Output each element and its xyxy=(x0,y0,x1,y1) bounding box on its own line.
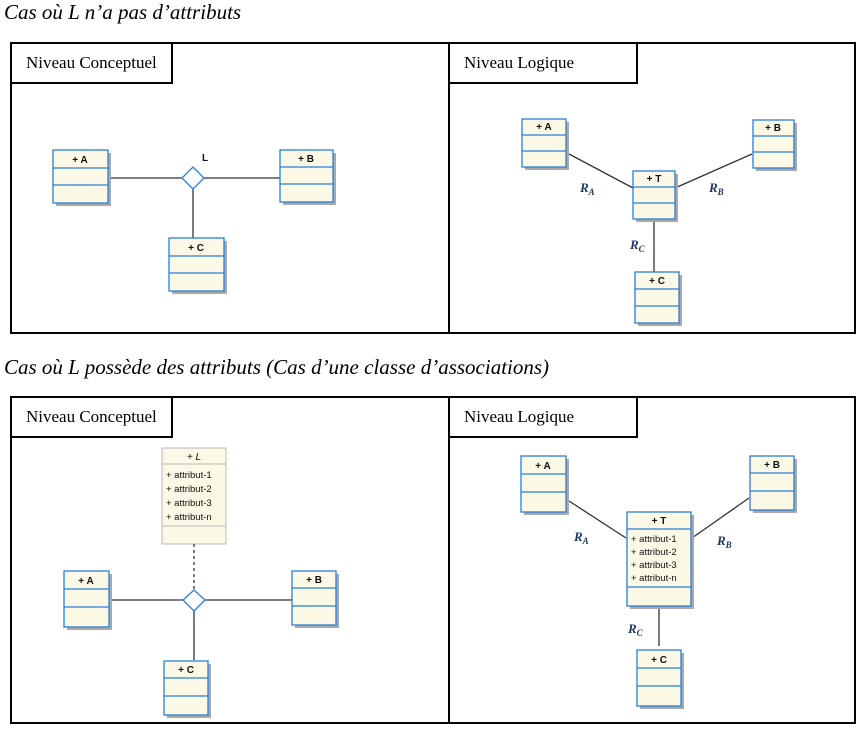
section-2-heading: Cas où L possède des attributs (Cas d’un… xyxy=(4,355,550,379)
relation-line xyxy=(691,497,750,539)
relation-label-ra: RA xyxy=(573,529,589,546)
class-name: + B xyxy=(765,123,781,134)
relation-label-ra: RA xyxy=(579,180,595,197)
attribute-text: + attribut-2 xyxy=(166,484,212,495)
panel-title: Niveau Logique xyxy=(450,398,638,438)
class-box-b: + B xyxy=(749,455,797,513)
class-name: + C xyxy=(651,655,667,666)
class-box-t: + T + attribut-1 + attribut-2 + attribut… xyxy=(626,511,694,609)
class-name: + B xyxy=(298,154,314,165)
class-box-a: + A xyxy=(52,149,111,206)
attribute-text: + attribut-1 xyxy=(166,470,212,481)
relation-line xyxy=(674,153,753,189)
panel-title: Niveau Logique xyxy=(450,44,638,84)
class-name: + T xyxy=(647,174,662,185)
attribute-text: + attribut-1 xyxy=(631,534,677,545)
class-box-c: + C xyxy=(634,271,682,326)
association-diamond xyxy=(182,589,206,612)
section-1-frame: Niveau Conceptuel L + A + B xyxy=(10,42,856,334)
relation-line xyxy=(568,500,627,539)
conceptual-diagram-1: L + A + B + xyxy=(52,149,336,294)
class-name: + A xyxy=(536,122,551,133)
panel-title: Niveau Conceptuel xyxy=(12,398,173,438)
attribute-text: + attribut-n xyxy=(631,573,677,584)
logical-diagram-2: RA RB RC + A + B xyxy=(520,455,797,709)
conceptual-diagram-2: + L + attribut-1 + attribut-2 + attribut… xyxy=(63,447,339,718)
logical-diagram-1: RA RB RC + A + B xyxy=(521,118,797,326)
section-1-heading: Cas où L n’a pas d’attributs xyxy=(4,0,242,24)
association-label: L xyxy=(202,153,208,164)
section-1-logical-panel: Niveau Logique RA RB RC + A + B xyxy=(450,44,854,332)
class-name: + C xyxy=(188,243,204,254)
section-2-conceptual-panel: Niveau Conceptuel + L + attribut-1 + att… xyxy=(12,398,450,722)
panel-title: Niveau Conceptuel xyxy=(12,44,173,84)
association-class-box: + L + attribut-1 + attribut-2 + attribut… xyxy=(161,447,227,545)
class-name: + C xyxy=(178,665,194,676)
relation-line xyxy=(568,153,634,189)
class-name: + B xyxy=(764,460,780,471)
relation-label-rb: RB xyxy=(708,180,724,197)
attribute-text: + attribut-3 xyxy=(166,498,212,509)
section-1-conceptual-panel: Niveau Conceptuel L + A + B xyxy=(12,44,450,332)
class-box-c: + C xyxy=(163,660,211,718)
attribute-text: + attribut-3 xyxy=(631,560,677,571)
class-box-a: + A xyxy=(63,570,112,630)
class-box-a: + A xyxy=(520,455,569,515)
class-box-b: + B xyxy=(279,149,336,205)
class-name: + C xyxy=(649,276,665,287)
class-name: + A xyxy=(78,576,93,587)
relation-label-rb: RB xyxy=(716,533,732,550)
class-box-b: + B xyxy=(752,119,797,171)
class-box-b: + B xyxy=(291,570,339,628)
section-2-frame: Niveau Conceptuel + L + attribut-1 + att… xyxy=(10,396,856,724)
class-name: + L xyxy=(187,452,201,463)
class-box-a: + A xyxy=(521,118,569,170)
relation-label-rc: RC xyxy=(629,237,646,254)
class-box-t: + T xyxy=(632,170,678,222)
class-name: + T xyxy=(652,516,667,527)
class-name: + A xyxy=(535,461,550,472)
class-name: + A xyxy=(72,155,87,166)
association-diamond xyxy=(181,166,205,190)
class-box-c: + C xyxy=(168,237,227,294)
attribute-text: + attribut-2 xyxy=(631,547,677,558)
relation-label-rc: RC xyxy=(627,621,644,638)
class-name: + B xyxy=(306,575,322,586)
class-box-c: + C xyxy=(636,649,684,709)
attribute-text: + attribut-n xyxy=(166,512,212,523)
section-2-logical-panel: Niveau Logique RA RB RC + A + B xyxy=(450,398,854,722)
